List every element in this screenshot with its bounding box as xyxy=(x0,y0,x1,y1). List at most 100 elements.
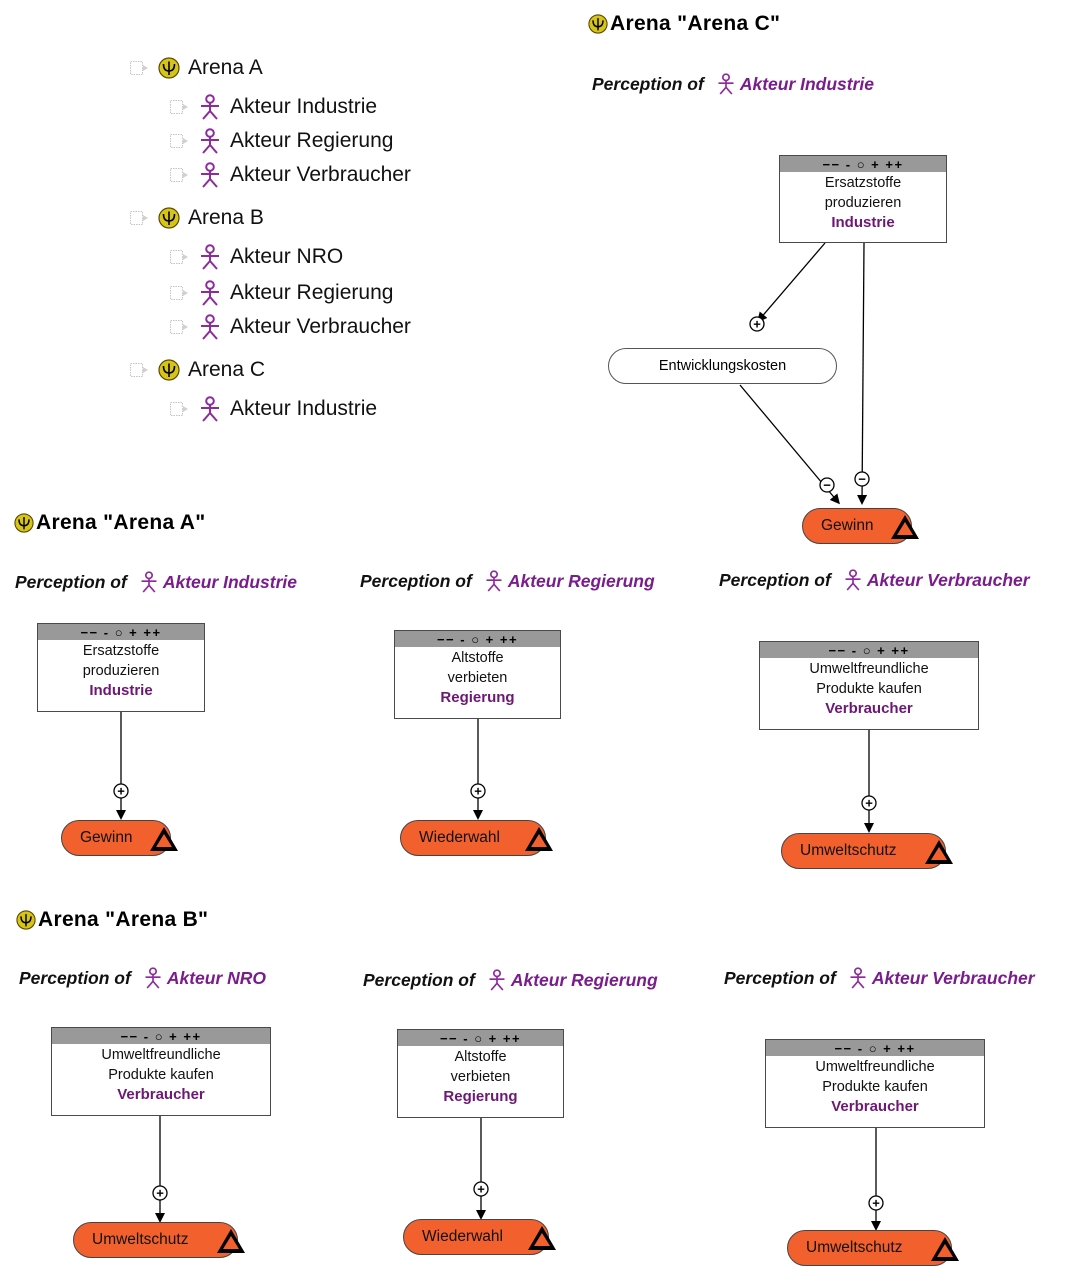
strategy-label-line1: Ersatzstoffe xyxy=(82,643,160,659)
goal-node[interactable]: Umweltschutz xyxy=(73,1222,238,1258)
strategy-label-line2: verbieten xyxy=(447,670,508,686)
expander-icon[interactable] xyxy=(170,134,192,148)
strategy-actor: Verbraucher xyxy=(117,1086,205,1103)
strategy-node[interactable]: −− - ○ + ++ Umweltfreundliche Produkte k… xyxy=(51,1027,271,1116)
perception-actor[interactable]: Akteur NRO xyxy=(166,967,267,988)
perception-header: Perception of Akteur Industrie xyxy=(15,571,297,593)
perception-actor[interactable]: Akteur Industrie xyxy=(162,571,298,592)
edge-factor-goal xyxy=(739,384,840,505)
arena-title-text: Arena "Arena B" xyxy=(38,908,209,931)
rating-scale[interactable]: −− - ○ + ++ xyxy=(52,1028,270,1044)
perception-header: Perception of Akteur Regierung xyxy=(360,570,655,592)
sign-marker: + xyxy=(152,1185,168,1201)
arena-tree: Arena A Akteur Industrie Akteur Regierun… xyxy=(0,0,500,460)
strategy-label-line1: Altstoffe xyxy=(454,1049,507,1065)
expander-icon[interactable] xyxy=(170,168,192,182)
tree-item-arena[interactable]: Arena A xyxy=(130,56,263,80)
strategy-label-line2: produzieren xyxy=(824,195,902,211)
arena-icon xyxy=(158,207,180,229)
perception-actor[interactable]: Akteur Regierung xyxy=(507,570,655,591)
strategy-node[interactable]: −− - ○ + ++ Umweltfreundliche Produkte k… xyxy=(765,1039,985,1128)
tree-item-arena[interactable]: Arena C xyxy=(130,358,265,382)
perception-actor[interactable]: Akteur Regierung xyxy=(510,969,658,990)
actor-icon xyxy=(139,571,159,593)
svg-text:+: + xyxy=(477,1182,485,1197)
rating-scale[interactable]: −− - ○ + ++ xyxy=(38,624,204,640)
expander-icon[interactable] xyxy=(130,363,152,377)
rating-scale[interactable]: −− - ○ + ++ xyxy=(766,1040,984,1056)
edge-strategy-goal xyxy=(857,242,868,505)
warning-icon xyxy=(923,838,955,866)
strategy-node[interactable]: −− - ○ + ++ Altstoffe verbieten Regierun… xyxy=(394,630,561,719)
perception-prefix: Perception of xyxy=(360,570,472,591)
expander-icon[interactable] xyxy=(170,320,192,334)
goal-label: Gewinn xyxy=(821,517,874,534)
strategy-label-line2: Produkte kaufen xyxy=(108,1067,214,1083)
tree-item-actor[interactable]: Akteur Verbraucher xyxy=(170,163,411,187)
strategy-label-line2: verbieten xyxy=(450,1069,511,1085)
actor-icon xyxy=(716,73,736,95)
sign-marker: + xyxy=(861,795,877,811)
sign-marker: + xyxy=(113,783,129,799)
expander-icon[interactable] xyxy=(170,402,192,416)
strategy-node[interactable]: −− - ○ + ++ Ersatzstoffe produzieren Ind… xyxy=(37,623,205,712)
goal-node[interactable]: Gewinn xyxy=(802,508,912,544)
tree-item-label: Akteur NRO xyxy=(230,245,344,268)
svg-text:+: + xyxy=(156,1186,164,1201)
expander-icon[interactable] xyxy=(170,286,192,300)
warning-icon xyxy=(148,825,180,853)
actor-icon xyxy=(143,967,163,989)
perception-prefix: Perception of xyxy=(719,569,831,590)
actor-icon xyxy=(484,570,504,592)
tree-item-arena[interactable]: Arena B xyxy=(130,206,264,230)
rating-scale[interactable]: −− - ○ + ++ xyxy=(395,631,560,647)
sign-marker: + xyxy=(749,316,765,332)
tree-item-label: Akteur Verbraucher xyxy=(230,163,411,186)
actor-icon xyxy=(848,967,868,989)
perception-actor[interactable]: Akteur Verbraucher xyxy=(871,967,1035,988)
tree-item-label: Arena A xyxy=(188,56,263,79)
strategy-actor: Regierung xyxy=(440,689,515,706)
actor-icon xyxy=(198,314,222,340)
tree-item-actor[interactable]: Akteur Industrie xyxy=(170,95,377,119)
strategy-node[interactable]: −− - ○ + ++ Umweltfreundliche Produkte k… xyxy=(759,641,979,730)
rating-scale[interactable]: −− - ○ + ++ xyxy=(760,642,978,658)
strategy-node[interactable]: −− - ○ + ++ Ersatzstoffe produzieren Ind… xyxy=(779,155,947,243)
expander-icon[interactable] xyxy=(130,61,152,75)
tree-item-actor[interactable]: Akteur Verbraucher xyxy=(170,315,411,339)
goal-label: Umweltschutz xyxy=(800,842,897,859)
goal-node[interactable]: Umweltschutz xyxy=(787,1230,952,1266)
goal-node[interactable]: Wiederwahl xyxy=(400,820,546,856)
actor-icon xyxy=(198,128,222,154)
sign-marker: − xyxy=(819,477,835,493)
perception-actor[interactable]: Akteur Verbraucher xyxy=(866,569,1030,590)
goal-node[interactable]: Umweltschutz xyxy=(781,833,946,869)
rating-scale[interactable]: −− - ○ + ++ xyxy=(780,156,946,172)
expander-icon[interactable] xyxy=(170,250,192,264)
perception-prefix: Perception of xyxy=(19,967,131,988)
expander-icon[interactable] xyxy=(170,100,192,114)
rating-scale[interactable]: −− - ○ + ++ xyxy=(398,1030,563,1046)
perception-actor[interactable]: Akteur Industrie xyxy=(739,73,875,94)
actor-icon xyxy=(198,162,222,188)
arena-title: Arena "Arena C" xyxy=(588,12,780,36)
tree-item-actor[interactable]: Akteur Regierung xyxy=(170,129,393,153)
edge-strategy-factor xyxy=(757,242,826,323)
tree-item-actor[interactable]: Akteur Regierung xyxy=(170,281,393,305)
strategy-actor: Verbraucher xyxy=(831,1098,919,1115)
factor-node[interactable]: Entwicklungskosten xyxy=(608,348,837,384)
strategy-label-line1: Umweltfreundliche xyxy=(809,661,929,677)
goal-node[interactable]: Gewinn xyxy=(61,820,171,856)
goal-node[interactable]: Wiederwahl xyxy=(403,1219,549,1255)
perception-header: Perception of Akteur Verbraucher xyxy=(719,569,1030,591)
svg-text:+: + xyxy=(872,1196,880,1211)
tree-item-actor[interactable]: Akteur NRO xyxy=(170,245,343,269)
actor-icon xyxy=(198,396,222,422)
perception-header: Perception of Akteur Verbraucher xyxy=(724,967,1035,989)
strategy-node[interactable]: −− - ○ + ++ Altstoffe verbieten Regierun… xyxy=(397,1029,564,1118)
arena-icon xyxy=(16,910,36,930)
goal-label: Wiederwahl xyxy=(422,1228,503,1245)
tree-item-actor[interactable]: Akteur Industrie xyxy=(170,397,377,421)
svg-text:+: + xyxy=(474,784,482,799)
expander-icon[interactable] xyxy=(130,211,152,225)
